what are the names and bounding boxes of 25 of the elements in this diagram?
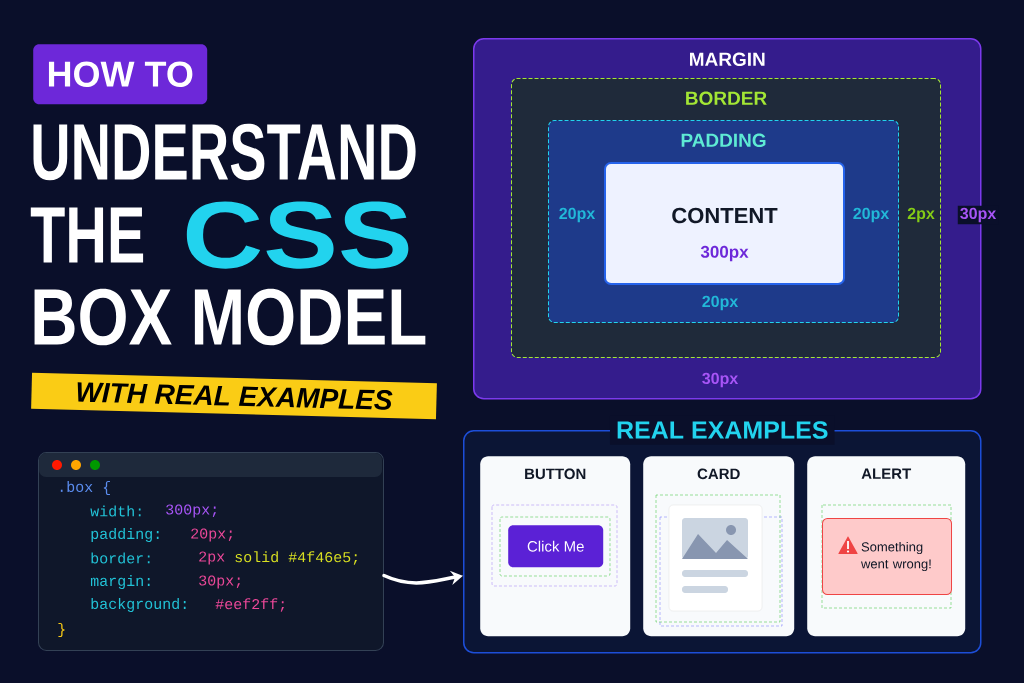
code-text: 30px; [199,575,240,589]
code-text: 300px; [166,504,216,518]
headline-text: CSS [186,201,409,269]
code-text: } [58,623,65,637]
code-text: .box { [60,481,110,495]
sample-button: Click Me [508,525,604,568]
heading-badge: HOW TO [33,44,208,105]
code-text: #eef2ff; [215,598,284,612]
code-text: 20px; [191,528,232,542]
headline-text: UNDERSTAND [33,123,416,181]
dimension-label: 30px [702,372,739,388]
code-text: width: [90,505,141,517]
code-text: background: [91,598,186,612]
code-text: border: [91,552,150,564]
code-text: solid #4f46e5; [235,551,357,565]
alert-box: Something went wrong! [822,518,952,595]
code-text: margin: [90,575,150,589]
code-text: padding: [91,528,159,542]
headline-text: THE [30,207,144,263]
content-box: CONTENT 300px [604,162,845,285]
highlight-band: WITH REAL EXAMPLES [31,372,437,420]
dimension-label: 2px [907,207,935,223]
headline-text: BOX MODEL [34,288,426,346]
code-text: 2px [199,551,225,565]
arrow [382,570,463,585]
